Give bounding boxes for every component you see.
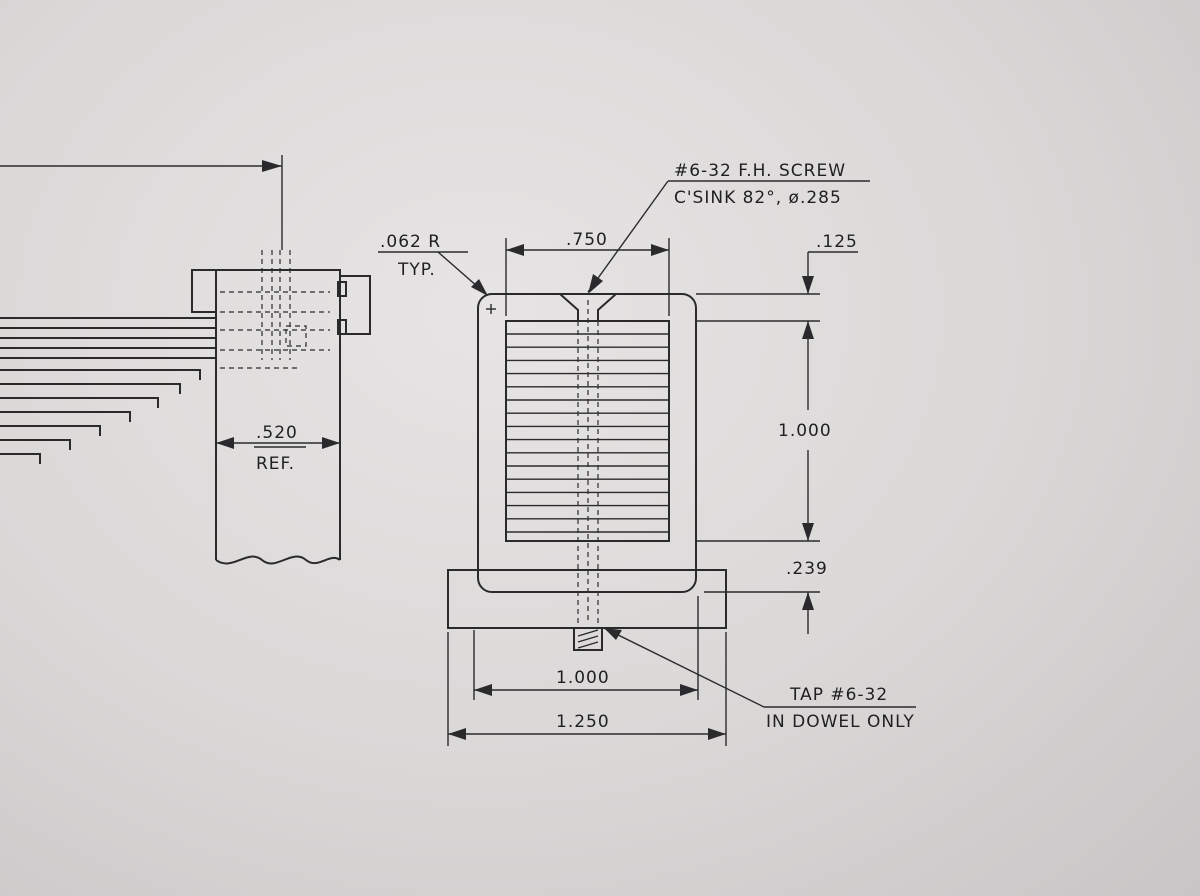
stack-plate [0, 453, 41, 464]
dim-top-offset: .125 [816, 232, 858, 252]
stack-plate [0, 383, 181, 394]
dim-inner-width: 1.000 [556, 668, 610, 688]
side-view [0, 155, 371, 565]
tap-note-line2: IN DOWEL ONLY [766, 712, 915, 732]
stack-plate [0, 439, 71, 450]
stack-plate [0, 425, 101, 436]
stack-plate [0, 411, 131, 422]
stack-plate [0, 317, 217, 328]
stack-plate [0, 369, 201, 380]
dim-overall-width: 1.250 [556, 712, 610, 732]
dim-ref-note: REF. [256, 454, 295, 474]
stack-plate [0, 357, 217, 368]
stack-plate [0, 347, 217, 358]
stack-plate [0, 337, 217, 348]
dim-base-height: .239 [786, 559, 828, 579]
screw-note-line1: #6-32 F.H. SCREW [674, 161, 846, 181]
dim-top-width: .750 [566, 230, 608, 250]
front-view [378, 180, 916, 746]
dim-ref-value: .520 [256, 423, 298, 443]
tap-note-line1: TAP #6-32 [789, 685, 888, 705]
radius-note: TYP. [397, 260, 436, 280]
radius-value: .062 R [380, 232, 441, 252]
dim-height: 1.000 [778, 421, 832, 441]
stack-plate [0, 397, 159, 408]
screw-note-line2: C'SINK 82°, ø.285 [674, 188, 842, 208]
stack-plate [0, 327, 217, 338]
